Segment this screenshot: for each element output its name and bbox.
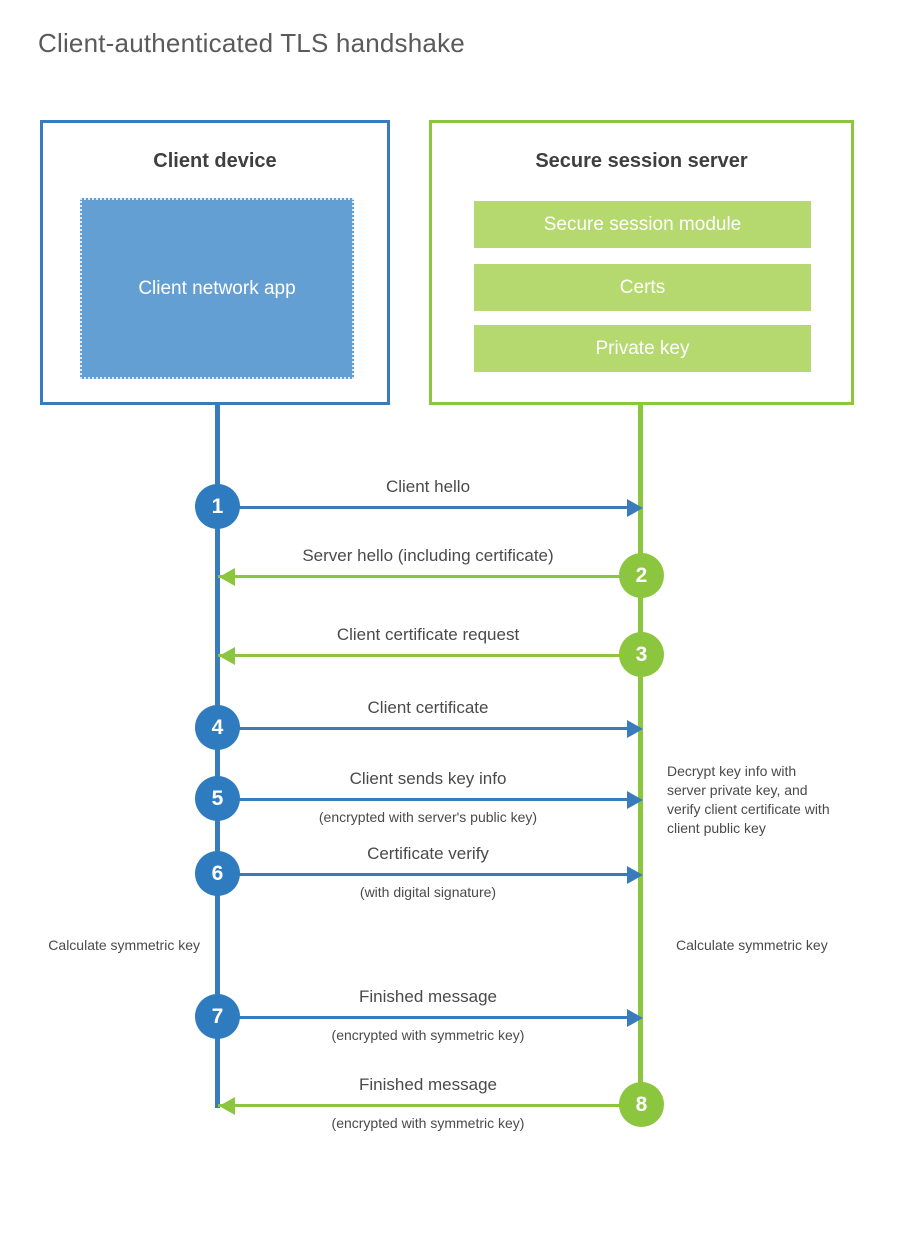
- client-device-box: Client device Client network app: [40, 120, 390, 405]
- arrow-right-icon-5: [627, 791, 643, 809]
- message-line-8: [218, 1104, 638, 1107]
- message-sublabel-5: (encrypted with server's public key): [318, 809, 538, 825]
- message-sublabel-7: (encrypted with symmetric key): [331, 1027, 525, 1043]
- message-label-6: Certificate verify: [367, 844, 489, 863]
- server-lifeline: [638, 402, 643, 1106]
- step-badge-1[interactable]: 1: [195, 484, 240, 529]
- client-network-app-block: Client network app: [80, 198, 354, 379]
- message-label-8: Finished message: [359, 1075, 497, 1094]
- secure-session-server-title: Secure session server: [535, 150, 748, 172]
- message-label-1: Client hello: [385, 477, 471, 496]
- message-line-3: [218, 654, 638, 657]
- arrow-left-icon-2: [219, 568, 235, 586]
- arrow-left-icon-8: [219, 1097, 235, 1115]
- message-line-2: [218, 575, 638, 578]
- arrow-right-icon-7: [627, 1009, 643, 1027]
- message-label-7: Finished message: [359, 987, 497, 1006]
- step-badge-3[interactable]: 3: [619, 632, 664, 677]
- step-badge-4[interactable]: 4: [195, 705, 240, 750]
- step-badge-2[interactable]: 2: [619, 553, 664, 598]
- note-calculate-symmetric-key-client: Calculate symmetric key: [48, 937, 200, 953]
- message-line-4: [218, 727, 638, 730]
- message-sublabel-8: (encrypted with symmetric key): [331, 1115, 525, 1131]
- client-lifeline: [215, 402, 220, 1108]
- arrow-left-icon-3: [219, 647, 235, 665]
- message-label-5: Client sends key info: [349, 769, 507, 788]
- server-component-certs: Certs: [474, 264, 811, 311]
- message-line-7: [218, 1016, 638, 1019]
- step-badge-5[interactable]: 5: [195, 776, 240, 821]
- message-label-2: Server hello (including certificate): [302, 546, 554, 565]
- server-component-private-key: Private key: [474, 325, 811, 372]
- step-badge-8[interactable]: 8: [619, 1082, 664, 1127]
- step-badge-7[interactable]: 7: [195, 994, 240, 1039]
- client-device-title: Client device: [153, 150, 277, 172]
- message-line-1: [218, 506, 638, 509]
- message-sublabel-6: (with digital signature): [359, 884, 497, 900]
- server-component-secure-session-module: Secure session module: [474, 201, 811, 248]
- note-decrypt-key-info: Decrypt key info with server private key…: [667, 763, 830, 836]
- arrow-right-icon-4: [627, 720, 643, 738]
- secure-session-server-box: Secure session server Secure session mod…: [429, 120, 854, 405]
- message-line-6: [218, 873, 638, 876]
- note-calculate-symmetric-key-server: Calculate symmetric key: [676, 937, 828, 953]
- arrow-right-icon-1: [627, 499, 643, 517]
- step-badge-6[interactable]: 6: [195, 851, 240, 896]
- arrow-right-icon-6: [627, 866, 643, 884]
- message-label-4: Client certificate: [367, 698, 489, 717]
- message-line-5: [218, 798, 638, 801]
- page-title: Client-authenticated TLS handshake: [38, 28, 465, 58]
- message-label-3: Client certificate request: [336, 625, 520, 644]
